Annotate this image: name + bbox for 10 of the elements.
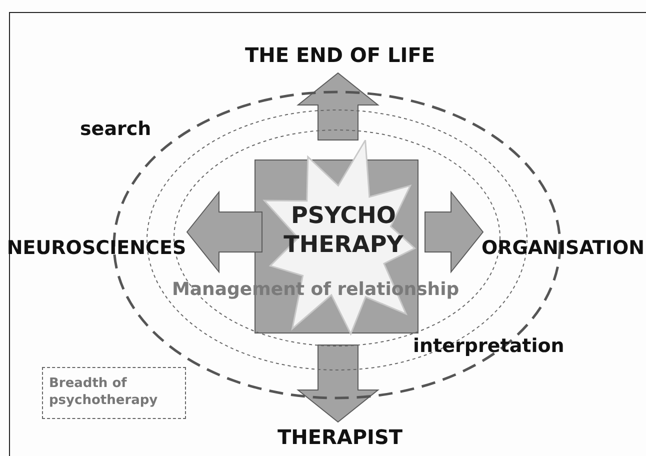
block-arrow bbox=[296, 72, 380, 140]
block-arrow bbox=[186, 190, 262, 274]
note-box bbox=[42, 367, 186, 419]
note-text: Breadth of psychotherapy bbox=[49, 376, 159, 410]
annotation-text: search bbox=[80, 118, 152, 140]
block-arrow bbox=[424, 190, 484, 274]
direction-label: THE END OF LIFE bbox=[244, 42, 436, 66]
direction-label: THERAPIST bbox=[277, 425, 403, 449]
block-arrow bbox=[296, 344, 380, 423]
center-title: PSYCHO THERAPY bbox=[282, 202, 404, 260]
